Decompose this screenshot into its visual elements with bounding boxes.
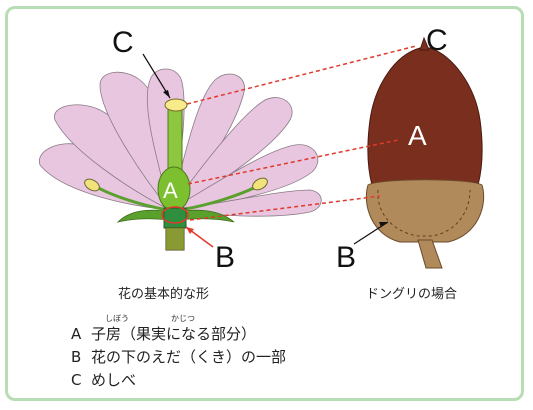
ruby-shibou: しぼう — [105, 314, 129, 323]
acorn-cup-dashed-outline — [377, 189, 471, 237]
legend-item-b: B 花の下のえだ（くき）の一部 — [71, 346, 286, 369]
stamen-filament-right — [179, 184, 259, 212]
receptacle-ring — [161, 206, 189, 224]
acorn — [365, 36, 485, 269]
legend-key: C — [71, 371, 82, 389]
pistil-style — [167, 107, 183, 171]
connector-a — [187, 139, 399, 185]
legend-key: B — [71, 348, 82, 366]
legend-item-c: C めしべ — [71, 369, 286, 392]
anther-right — [252, 177, 268, 191]
receptacle — [163, 207, 187, 229]
caption-acorn: ドングリの場合 — [366, 287, 458, 302]
stamens — [84, 177, 268, 212]
label-acorn-c: C — [426, 24, 448, 57]
diagram-frame — [5, 6, 524, 401]
stigma — [164, 98, 188, 112]
arrowhead-b-flower — [186, 227, 194, 234]
petal-right-upper — [169, 97, 293, 211]
caption-flower: 花の基本的な形 — [118, 287, 210, 302]
legend: しぼう かじつ A 子房（果実になる部分） B 花の下のえだ（くき）の一部 C めしべ — [71, 314, 286, 392]
sepal-right — [177, 209, 235, 223]
acorn-cup — [365, 179, 485, 243]
label-flower-c: C — [112, 26, 134, 59]
sepal-left — [116, 209, 171, 223]
flower-petals — [39, 68, 322, 217]
connectors — [186, 45, 417, 221]
anther-left — [84, 178, 100, 192]
pointer-arrows — [142, 53, 389, 248]
legend-text: 子房（果実になる部分） — [91, 325, 257, 343]
arrow-c-flower — [142, 53, 171, 99]
petal-right-lower — [169, 189, 322, 217]
flower-stalk-lower — [166, 228, 184, 250]
connector-b — [189, 195, 381, 221]
acorn-nut — [367, 47, 483, 186]
legend-text: めしべ — [91, 371, 137, 389]
legend-ruby: しぼう かじつ — [71, 314, 286, 323]
label-acorn-a: A — [408, 120, 427, 151]
legend-key: A — [71, 325, 82, 343]
connector-c — [186, 45, 417, 105]
legend-item-a: A 子房（果実になる部分） — [71, 323, 286, 346]
label-flower-b: B — [215, 241, 235, 274]
acorn-stalk — [417, 239, 443, 269]
label-acorn-b: B — [336, 241, 356, 274]
sepals — [116, 209, 235, 223]
arrowhead-b-acorn — [379, 222, 388, 227]
legend-text: 花の下のえだ（くき）の一部 — [91, 348, 287, 366]
arrowhead-c-flower — [163, 90, 170, 98]
label-flower-a: A — [163, 178, 178, 203]
acorn-tip — [419, 36, 430, 51]
ruby-kajitsu: かじつ — [171, 314, 195, 323]
